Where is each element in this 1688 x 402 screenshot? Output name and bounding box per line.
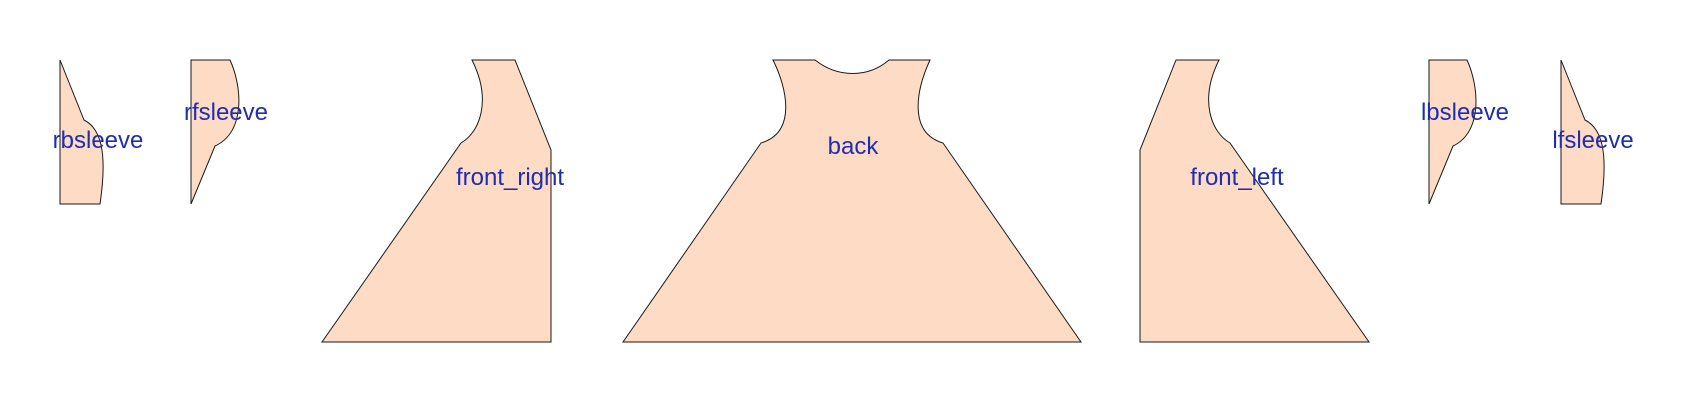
piece-lbsleeve-label: lbsleeve: [1421, 99, 1509, 126]
piece-lbsleeve-shape: [1428, 59, 1477, 205]
piece-rfsleeve-shape: [190, 59, 240, 205]
piece-front-right-label: front_right: [456, 164, 564, 191]
piece-lfsleeve-label: lfsleeve: [1552, 127, 1633, 154]
piece-rfsleeve-label: rfsleeve: [184, 99, 268, 126]
piece-lfsleeve-shape: [1560, 59, 1605, 205]
piece-front-left-label: front_left: [1190, 164, 1284, 191]
piece-back-shape: [622, 59, 1082, 343]
piece-front-left-shape: [1139, 59, 1370, 343]
piece-rbsleeve-shape: [59, 59, 104, 205]
piece-front-right-shape: [321, 59, 552, 343]
piece-rbsleeve-label: rbsleeve: [53, 127, 144, 154]
piece-back-label: back: [828, 133, 880, 160]
